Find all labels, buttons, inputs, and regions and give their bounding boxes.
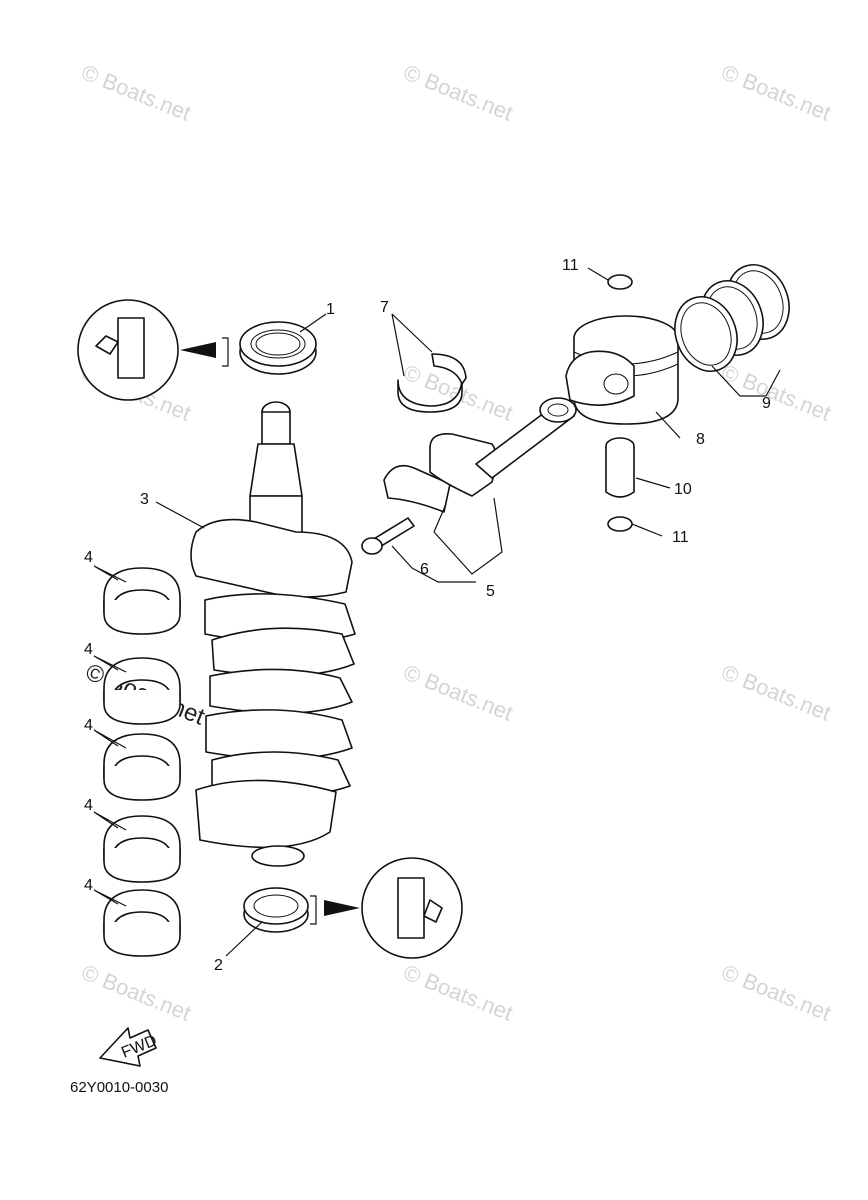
callout-1: 1 [326,301,335,318]
watermark-1: © Boats.net [78,59,194,125]
seal-detail-bubble-top [77,299,229,401]
callout-6: 6 [420,561,429,578]
callout-11a: 11 [562,257,579,274]
connecting-rod [383,397,577,513]
watermark-11: © Boats.net [718,959,834,1025]
callout-8: 8 [696,431,705,448]
callout-11b: 11 [672,529,689,546]
big-end-bearing [397,353,467,413]
oil-seal-top [239,321,317,375]
callout-10: 10 [674,481,692,498]
callout-4d: 4 [84,797,93,814]
connecting-rod-bolt [361,517,415,555]
watermark-7: © Boats.net [400,659,516,725]
callouts: 1 2 3 4 4 4 4 4 5 6 7 8 9 10 11 11 [84,257,771,974]
piston [565,315,679,425]
fwd-arrow: FWD [99,1027,159,1067]
watermark-9: © Boats.net [78,959,194,1025]
diagram-code: 62Y0010-0030 [70,1079,168,1096]
piston-rings [674,264,790,372]
callout-4c: 4 [84,717,93,734]
watermark-8: © Boats.net [718,659,834,725]
callout-2: 2 [214,957,223,974]
seal-detail-bubble-bottom [310,857,463,959]
callout-3: 3 [140,491,149,508]
callout-4a: 4 [84,549,93,566]
callout-9: 9 [762,395,771,412]
watermarks: © Boats.net © Boats.net © Boats.net © Bo… [78,59,834,1025]
callout-4e: 4 [84,877,93,894]
callout-5: 5 [486,583,495,600]
callout-7: 7 [380,299,389,316]
piston-pin [605,437,635,498]
main-bearing [103,567,181,957]
crankshaft [190,401,356,867]
oil-seal-bottom [243,887,309,933]
watermark-3: © Boats.net [718,59,834,125]
callout-4b: 4 [84,641,93,658]
watermark-2: © Boats.net [400,59,516,125]
watermark-6: © Boats.net [718,359,834,425]
leader-lines [93,267,781,957]
watermark-10: © Boats.net [400,959,516,1025]
